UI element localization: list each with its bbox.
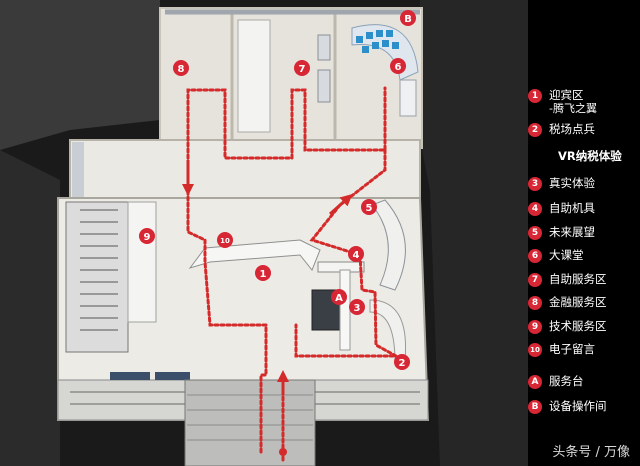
floor-plan: 8 7 6 B 5 9 10 4 1 A 3 2 (0, 0, 528, 466)
svg-text:A: A (335, 293, 343, 304)
legend-label: 迎宾区 (549, 88, 584, 102)
svg-text:1: 1 (260, 269, 267, 280)
visitor-route (186, 86, 397, 462)
legend-label: 税场点兵 (549, 122, 595, 136)
legend-item-6: 6 大课堂 (528, 248, 584, 263)
legend-label: 真实体验 (549, 176, 595, 190)
svg-text:8: 8 (178, 64, 185, 75)
route-start-dot (279, 448, 287, 456)
legend-item-4: 4 自助机具 (528, 201, 595, 216)
kiosk-row (399, 79, 417, 117)
legend-badge: 8 (528, 296, 542, 310)
marker-6: 6 (390, 58, 406, 74)
entrance-step-lines (187, 394, 313, 441)
bench (155, 372, 190, 380)
legend-item-7: 7 自助服务区 (528, 272, 607, 287)
svg-text:B: B (404, 14, 412, 25)
entrance-steps (184, 379, 316, 466)
svg-text:9: 9 (144, 232, 151, 243)
legend-badge: 2 (528, 123, 542, 137)
machine (317, 69, 331, 103)
legend-item-5: 5 未来展望 (528, 225, 595, 240)
svg-text:5: 5 (366, 203, 373, 214)
legend-label-vr: VR纳税体验 (558, 149, 622, 163)
marker-a: A (331, 289, 347, 305)
svg-text:10: 10 (220, 237, 230, 245)
counter (237, 19, 271, 133)
marker-5: 5 (361, 199, 377, 215)
svg-text:7: 7 (299, 64, 306, 75)
legend-item-10: 10 电子留言 (528, 342, 595, 357)
svg-text:2: 2 (399, 358, 406, 369)
legend-item-8: 8 金融服务区 (528, 295, 607, 310)
machine (317, 34, 331, 61)
marker-1: 1 (255, 265, 271, 281)
legend-item-9: 9 技术服务区 (528, 319, 607, 334)
legend-item-b: B 设备操作间 (528, 399, 607, 414)
legend-badge: 4 (528, 202, 542, 216)
legend-badge: 9 (528, 320, 542, 334)
service-desk (311, 289, 343, 331)
svg-text:6: 6 (395, 62, 402, 73)
left-roof-block (0, 0, 160, 150)
legend-badge: 1 (528, 89, 542, 103)
legend-badge: 3 (528, 177, 542, 191)
marker-9: 9 (139, 228, 155, 244)
marker-7: 7 (294, 60, 310, 76)
legend-sublabel: -腾飞之翼 (549, 102, 597, 115)
legend-label: 设备操作间 (549, 399, 607, 413)
display-pillar (339, 269, 351, 351)
legend-badge: 7 (528, 273, 542, 287)
legend-item-a: A 服务台 (528, 374, 584, 389)
watermark: 头条号 / 万像 (552, 445, 630, 460)
legend-badge: A (528, 375, 542, 389)
legend-badge: 5 (528, 226, 542, 240)
legend-label: 技术服务区 (549, 319, 607, 333)
legend-badge: B (528, 400, 542, 414)
legend-label: 自助机具 (549, 201, 595, 215)
left-side-block (0, 150, 60, 466)
legend-label: 大课堂 (549, 248, 584, 262)
legend-item-1: 1 迎宾区 -腾飞之翼 (528, 88, 597, 116)
legend-label: 自助服务区 (549, 272, 607, 286)
marker-10: 10 (217, 232, 233, 248)
marker-b: B (400, 10, 416, 26)
svg-text:4: 4 (353, 250, 360, 261)
service-counter-left (127, 201, 157, 323)
svg-text:3: 3 (354, 303, 361, 314)
bench (110, 372, 150, 380)
marker-8: 8 (173, 60, 189, 76)
classroom-chairs (356, 30, 399, 53)
corridor-window (72, 142, 84, 198)
marker-4: 4 (348, 246, 364, 262)
legend-label: 电子留言 (549, 342, 595, 356)
route-arrow-up-right (329, 194, 353, 216)
legend-item-3: 3 真实体验 (528, 176, 595, 191)
right-side-block (420, 0, 528, 466)
legend-badge: 6 (528, 249, 542, 263)
future-curved-wall (371, 199, 406, 291)
legend-badge: 10 (528, 343, 542, 357)
legend-label: 服务台 (549, 374, 584, 388)
marker-2: 2 (394, 354, 410, 370)
legend-label: 未来展望 (549, 225, 595, 239)
marker-3: 3 (349, 299, 365, 315)
legend-item-2: 2 税场点兵 (528, 122, 595, 137)
legend-label: 金融服务区 (549, 295, 607, 309)
stairs (80, 209, 118, 331)
